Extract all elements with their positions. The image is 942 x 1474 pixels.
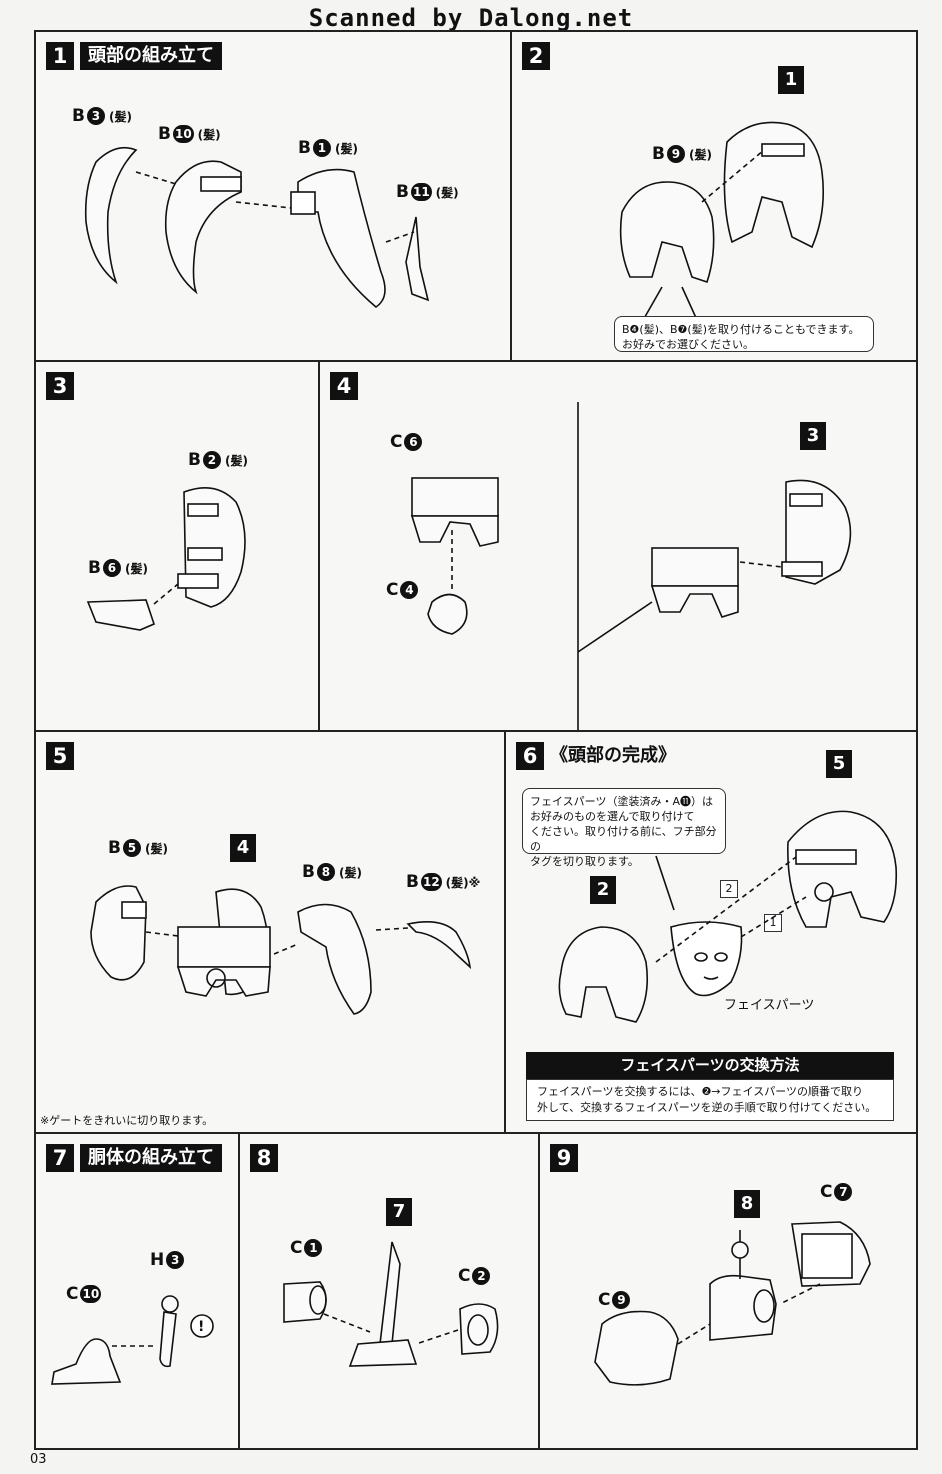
footnote: ※ゲートをきれいに切り取ります。 (40, 1114, 214, 1127)
step-6-panel: 6 《頭部の完成》 2 5 フェイスパーツ（塗装済み・A⓫）は お好みのものを選… (504, 730, 918, 1134)
step-6-diagram (558, 810, 898, 1023)
svg-text:!: ! (198, 1319, 204, 1335)
step-number: 5 (46, 742, 74, 770)
face-exchange-instructions: フェイスパーツを交換するには、❷→フェイスパーツの順番で取り 外して、交換するフ… (526, 1079, 894, 1121)
step-8-diagram (283, 1241, 499, 1367)
step-title: 《頭部の完成》 (550, 745, 676, 766)
reference-marker: 3 (800, 422, 826, 450)
step-number: 3 (46, 372, 74, 400)
step-5-diagram (90, 885, 472, 1015)
page-header: Scanned by Dalong.net (308, 4, 634, 32)
step-title: 頭部の組み立て (80, 42, 222, 70)
step-number: 2 (522, 42, 550, 70)
step-number: 1 (46, 42, 74, 70)
face-parts-callout: フェイスパーツ（塗装済み・A⓫）は お好みのものを選んで取り付けて ください。取… (522, 788, 726, 868)
reference-marker-5: 5 (826, 750, 852, 778)
step-2-diagram (619, 121, 825, 323)
step-9-diagram (594, 1221, 871, 1386)
reference-marker: 7 (386, 1198, 412, 1226)
step-number: 7 (46, 1144, 74, 1172)
step-2-callout: B❹(髪)、B❼(髪)を取り付けることもできます。 お好みでお選びください。 (614, 316, 874, 352)
step-3-diagram (86, 486, 246, 631)
step-number: 6 (516, 742, 544, 770)
step-number: 8 (250, 1144, 278, 1172)
step-number: 9 (550, 1144, 578, 1172)
reference-marker: 1 (778, 66, 804, 94)
order-number-1: 1 (764, 914, 782, 932)
reference-marker-2: 2 (590, 876, 616, 904)
step-title: 胴体の組み立て (80, 1144, 222, 1172)
step-number: 4 (330, 372, 358, 400)
reference-marker: 4 (230, 834, 256, 862)
face-exchange-title: フェイスパーツの交換方法 (526, 1052, 894, 1079)
step-4-diagram (410, 402, 852, 730)
order-number-2: 2 (720, 880, 738, 898)
reference-marker: 8 (734, 1190, 760, 1218)
page-number: 03 (30, 1452, 47, 1467)
face-parts-label: フェイスパーツ (724, 998, 815, 1013)
step-1-diagram (84, 146, 430, 308)
step-7-diagram: ! (51, 1295, 214, 1385)
